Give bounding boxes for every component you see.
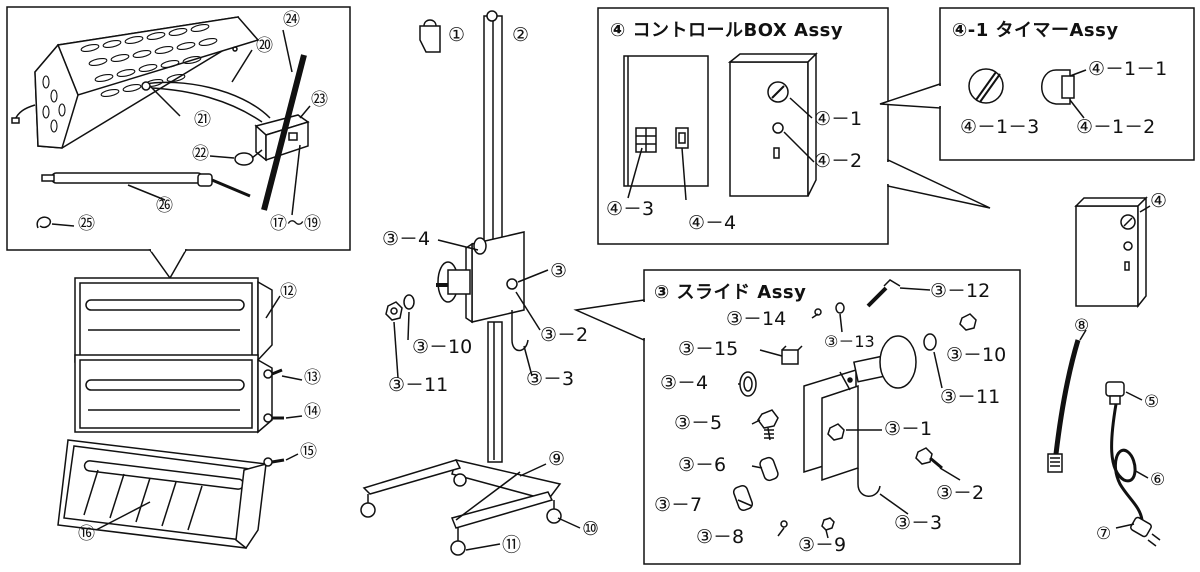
- label-p3-stand: ③: [550, 260, 568, 282]
- label-s3-10: ③－10: [946, 344, 1007, 366]
- heater-body: [34, 16, 260, 149]
- label-p12: ⑫: [280, 282, 297, 302]
- label-s4-1-1: ④－1－1: [1088, 58, 1168, 80]
- label-p4: ④: [1150, 190, 1168, 212]
- label-s3-3: ③－3: [894, 512, 943, 534]
- label-s4-1: ④－1: [814, 108, 863, 130]
- label-p15: ⑮: [300, 442, 317, 462]
- label-s3-4: ③－4: [660, 372, 709, 394]
- label-p17-19: ⑰～⑲: [270, 214, 321, 234]
- label-s3-2: ③－2: [936, 482, 985, 504]
- label-s3-1: ③－1: [884, 418, 933, 440]
- label-p21: ㉑: [194, 110, 211, 130]
- label-s3-5: ③－5: [674, 412, 723, 434]
- label-p6: ⑥: [1150, 470, 1166, 490]
- heater-panel-assembly: [57, 277, 303, 550]
- label-s3-2-stand: ③－2: [540, 324, 589, 346]
- label-s3-9: ③－9: [798, 534, 847, 556]
- controlbox-standalone: [1074, 196, 1151, 309]
- timer-title: ④-1 タイマーAssy: [952, 20, 1119, 41]
- slide-title: ③ スライド Assy: [654, 282, 807, 303]
- label-s3-4-stand: ③－4: [382, 228, 431, 250]
- label-p23: ㉓: [311, 90, 328, 110]
- stand-assembly: [360, 10, 581, 556]
- label-p25: ㉕: [78, 214, 95, 234]
- label-p11: ⑪: [502, 534, 522, 556]
- label-s4-4: ④－4: [688, 212, 737, 234]
- label-p20: ⑳: [256, 36, 273, 56]
- label-p5: ⑤: [1144, 392, 1160, 412]
- label-s4-1-3: ④－1－3: [960, 116, 1040, 138]
- slide-detail-box: [573, 269, 1021, 565]
- label-p26: ㉖: [156, 196, 173, 216]
- label-s3-6: ③－6: [678, 454, 727, 476]
- label-p7: ⑦: [1096, 524, 1112, 544]
- controlbox-detail-box: [597, 7, 991, 245]
- label-s3-7: ③－7: [654, 494, 703, 516]
- controlbox-title: ④ コントロールBOX Assy: [610, 20, 844, 41]
- label-p2: ②: [512, 24, 530, 46]
- label-s3-3-stand: ③－3: [526, 368, 575, 390]
- label-s4-1-2: ④－1－2: [1076, 116, 1156, 138]
- label-p14: ⑭: [304, 402, 321, 422]
- label-s4-2: ④－2: [814, 150, 863, 172]
- label-p8: ⑧: [1074, 316, 1090, 336]
- label-p13: ⑬: [304, 368, 321, 388]
- label-p16: ⑯: [78, 524, 95, 544]
- label-s3-14: ③－14: [726, 308, 787, 330]
- label-s4-3: ④－3: [606, 198, 655, 220]
- label-s3-13: ③－13: [824, 332, 875, 351]
- heater-detail-box: [6, 6, 351, 280]
- label-p10: ⑩: [582, 518, 600, 540]
- label-s3-12: ③－12: [930, 280, 991, 302]
- label-s3-11-stand: ③－11: [388, 374, 449, 396]
- label-p1: ①: [448, 24, 466, 46]
- label-p9: ⑨: [548, 448, 566, 470]
- label-s3-8: ③－8: [696, 526, 745, 548]
- label-p24: ㉔: [283, 10, 300, 30]
- label-s3-15: ③－15: [678, 338, 739, 360]
- label-p22: ㉒: [192, 144, 209, 164]
- power-cords: [1047, 329, 1161, 547]
- label-s3-10-stand: ③－10: [412, 336, 473, 358]
- timer-detail-box: [879, 7, 1195, 161]
- label-s3-11: ③－11: [940, 386, 1001, 408]
